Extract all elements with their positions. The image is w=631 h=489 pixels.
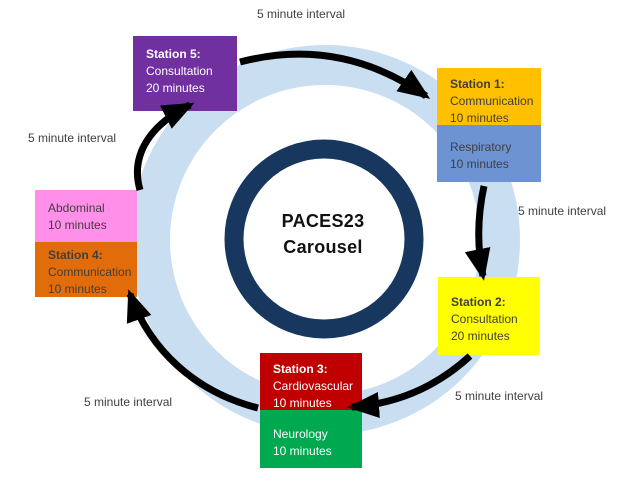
center-title: PACES23 Carousel <box>238 208 408 260</box>
station-3-box: Station 3: Cardiovascular 10 minutes <box>260 353 362 410</box>
station-2-subject: Consultation <box>451 312 518 326</box>
station-3-duration: 10 minutes <box>273 396 332 410</box>
station-1-respiratory-box: Respiratory 10 minutes <box>437 125 541 182</box>
arrow-station3-to-station4 <box>126 289 259 412</box>
station-2-duration: 20 minutes <box>451 329 510 343</box>
center-title-line2: Carousel <box>283 237 363 257</box>
station-5-title: Station 5: <box>146 47 201 61</box>
station-5-subject: Consultation <box>146 64 213 78</box>
arrow-station1-to-station2 <box>464 185 491 281</box>
station-4-title: Station 4: <box>48 248 103 262</box>
station-4-abdominal-box: Abdominal 10 minutes <box>35 190 137 242</box>
station-1-box: Station 1: Communication 10 minutes <box>437 68 541 125</box>
interval-label-lower-right: 5 minute interval <box>455 389 544 403</box>
station-5-duration: 20 minutes <box>146 81 205 95</box>
station-1-duration: 10 minutes <box>450 111 509 125</box>
arrow-station4-to-station5 <box>133 101 195 191</box>
interval-label-lower-left: 5 minute interval <box>84 395 173 409</box>
neurology-duration: 10 minutes <box>273 444 332 458</box>
respiratory-duration: 10 minutes <box>450 157 509 171</box>
station-2-box: Station 2: Consultation 20 minutes <box>438 277 540 355</box>
station-3-subject: Cardiovascular <box>273 379 354 393</box>
interval-label-right: 5 minute interval <box>518 204 607 218</box>
arrow-station5-to-station1 <box>239 50 431 99</box>
station-1-subject: Communication <box>450 94 534 108</box>
station-3-title: Station 3: <box>273 362 328 376</box>
arrow-station2-to-station3 <box>347 353 473 418</box>
station-5-box: Station 5: Consultation 20 minutes <box>133 36 237 111</box>
abdominal-subject: Abdominal <box>48 201 105 215</box>
center-title-line1: PACES23 <box>281 211 365 231</box>
station-4-duration: 10 minutes <box>48 282 107 296</box>
station-1-title: Station 1: <box>450 77 505 91</box>
station-4-subject: Communication <box>48 265 132 279</box>
interval-label-upper-left: 5 minute interval <box>28 131 117 145</box>
abdominal-duration: 10 minutes <box>48 218 107 232</box>
interval-label-top: 5 minute interval <box>257 7 346 21</box>
station-4-box: Station 4: Communication 10 minutes <box>35 242 137 297</box>
neurology-subject: Neurology <box>273 427 328 441</box>
respiratory-subject: Respiratory <box>450 140 512 154</box>
station-3-neurology-box: Neurology 10 minutes <box>260 410 362 468</box>
station-2-title: Station 2: <box>451 295 506 309</box>
